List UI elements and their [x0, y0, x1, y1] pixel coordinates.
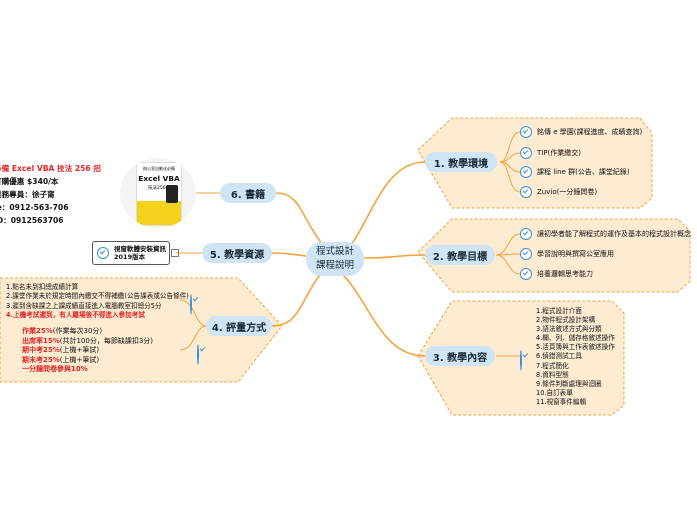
rule-item: 1.點名未到扣總成績計算 [6, 283, 189, 292]
branch-teaching-content[interactable]: 3. 教學內容 [425, 346, 495, 366]
env-item-label: Zuvio(一分鐘問卷) [537, 187, 597, 197]
check-icon [197, 344, 199, 365]
check-icon [520, 186, 532, 198]
central-topic-line1: 程式設計 [316, 245, 354, 259]
rule-item: 2.課堂作業未於規定時間內繳交不得補繳(公告課表或公告條件) [6, 292, 189, 301]
check-icon [520, 147, 532, 159]
resource-link-box[interactable]: 視窗軟體安裝資訊 2019版本 [92, 241, 170, 265]
book-agent: 業務專員：徐子甯 [0, 188, 101, 201]
evaluation-rules[interactable]: 1.點名未到扣總成績計算 2.課堂作業未於規定時間內繳交不得補繳(公告課表或公告… [6, 283, 189, 320]
resource-line2: 2019版本 [114, 253, 166, 261]
book-mobile: le：0912-563-706 [0, 201, 101, 214]
branch-teaching-environment[interactable]: 1. 教學環境 [425, 152, 497, 172]
check-icon [520, 228, 532, 240]
env-item-label: 銘傳 e 學園(課程進度、成績查詢) [537, 127, 642, 137]
branch-books[interactable]: 6. 書籍 [220, 183, 276, 203]
list-item: 3.語法敘述方式與分類 [536, 325, 615, 334]
rule-item: 3.遲到含缺課之上課成績直接進入電腦教室扣總分5分 [6, 302, 189, 311]
book-info: 必備 Excel VBA 技法 256 招 訂購優惠 $340/本 業務專員：徐… [0, 162, 101, 227]
book-price: 訂購優惠 $340/本 [0, 175, 101, 188]
list-item: 10.自訂表單 [536, 389, 615, 398]
env-item[interactable]: Zuvio(一分鐘問卷) [520, 186, 597, 198]
branch-teaching-resources[interactable]: 5. 教學資源 [202, 243, 272, 263]
env-item-label: TIP(作業繳交) [537, 148, 581, 158]
list-item: 8.資料型態 [536, 371, 615, 380]
env-item[interactable]: 銘傳 e 學園(課程進度、成績查詢) [520, 126, 642, 138]
book-title: 必備 Excel VBA 技法 256 招 [0, 162, 101, 175]
list-item: 4.欄、列、儲存格敘述操作 [536, 334, 615, 343]
list-item: 2.物件程式設計架構 [536, 316, 615, 325]
score-item: 作業25%(作業每次30分) [22, 327, 153, 337]
goal-item[interactable]: 學習說明與撰寫公室應用 [520, 248, 614, 260]
check-icon [520, 166, 532, 178]
env-item[interactable]: 課程 line 群(公告、課堂紀錄) [520, 166, 630, 178]
check-icon [520, 268, 532, 280]
list-item: 1.程式設計介面 [536, 307, 615, 316]
goal-item-label: 學習說明與撰寫公室應用 [537, 249, 614, 259]
check-icon [190, 294, 192, 315]
check-icon [97, 247, 109, 259]
branch-evaluation[interactable]: 4. 評量方式 [206, 316, 272, 336]
evaluation-scores[interactable]: 作業25%(作業每次30分) 出席率15%(共計100分，每節缺課扣3分) 期中… [22, 327, 153, 375]
list-item: 9.條件判斷處理與迴圈 [536, 380, 615, 389]
content-list[interactable]: 1.程式設計介面 2.物件程式設計架構 3.語法敘述方式與分類 4.欄、列、儲存… [536, 307, 615, 407]
check-icon [520, 350, 522, 371]
central-topic[interactable]: 程式設計 課程說明 [306, 242, 364, 276]
rule-item: 4.上機考試遲到，有人離場後不得進入參加考試 [6, 311, 189, 320]
book-cover-top: 辦公室自動化必備 [137, 166, 181, 172]
link-icon[interactable] [171, 249, 179, 257]
book-line-id: ID：0912563706 [0, 214, 101, 227]
score-item: 出席率15%(共計100分，每節缺課扣3分) [22, 337, 153, 347]
goal-item-label: 讓初學者能了解程式的運作及基本的程式設計概念 [537, 229, 691, 239]
score-item: 一分鐘問卷參與10% [22, 365, 153, 375]
branch-teaching-goals[interactable]: 2. 教學目標 [425, 245, 495, 265]
score-item: 期中考25%(上機+筆試) [22, 346, 153, 356]
central-topic-line2: 課程說明 [316, 259, 354, 273]
resource-line1: 視窗軟體安裝資訊 [114, 245, 166, 253]
book-cover-image: 辦公室自動化必備 Excel VBA 技法256招 [120, 158, 196, 228]
check-icon [520, 248, 532, 260]
score-item: 期末考25%(上機+筆試) [22, 356, 153, 366]
env-item-label: 課程 line 群(公告、課堂紀錄) [537, 167, 630, 177]
list-item: 6.偵錯測試工具 [536, 352, 615, 361]
book-cover-excel: Excel VBA [137, 174, 181, 183]
book-cover: 辦公室自動化必備 Excel VBA 技法256招 [136, 162, 182, 226]
env-item[interactable]: TIP(作業繳交) [520, 147, 581, 159]
goal-item[interactable]: 培養邏輯思考能力 [520, 268, 593, 280]
list-item: 11.視窗事件編輯 [536, 398, 615, 407]
list-item: 7.程式簡化 [536, 362, 615, 371]
goal-item[interactable]: 讓初學者能了解程式的運作及基本的程式設計概念 [520, 228, 691, 240]
goal-item-label: 培養邏輯思考能力 [537, 269, 593, 279]
check-icon [520, 126, 532, 138]
